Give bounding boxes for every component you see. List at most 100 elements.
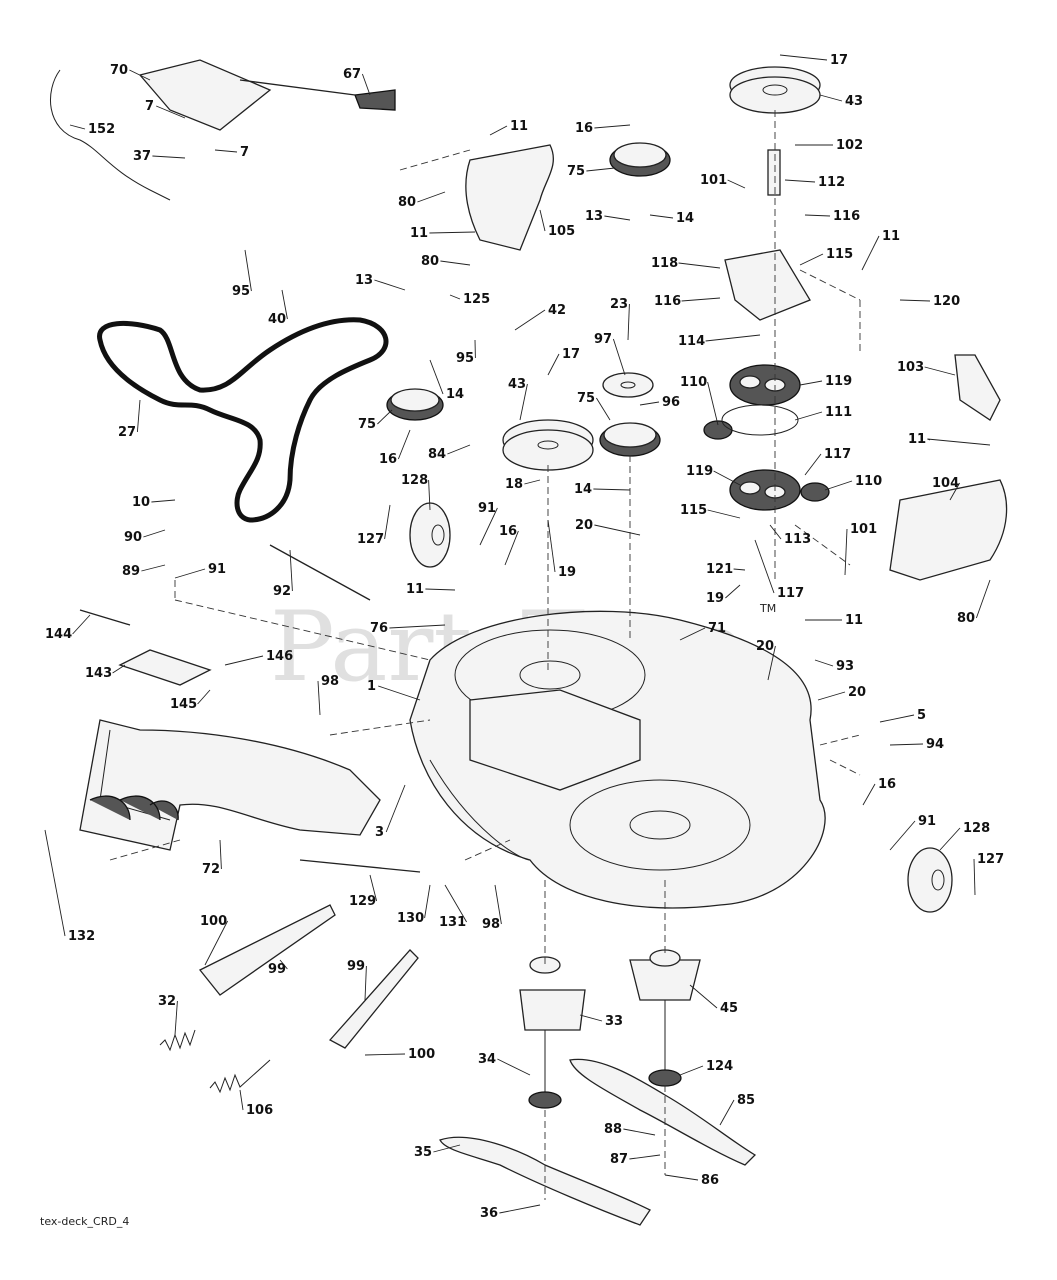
callout-75: 75 xyxy=(577,391,611,421)
part-number-label: 84 xyxy=(428,447,446,462)
leader-line xyxy=(197,689,211,705)
leader-line xyxy=(385,784,406,833)
spindle-33 xyxy=(519,956,586,1109)
leader-line xyxy=(417,191,446,203)
part-number-label: 17 xyxy=(830,53,848,68)
callout-143: 143 xyxy=(85,664,126,681)
rod-92 xyxy=(269,544,371,601)
gauge-wheel-left xyxy=(409,502,451,568)
leader-line xyxy=(612,338,626,376)
callout-101: 101 xyxy=(700,173,746,189)
callout-144: 144 xyxy=(45,614,91,642)
leader-line xyxy=(594,524,641,536)
part-number-label: 103 xyxy=(897,360,924,375)
part-number-label: 95 xyxy=(232,284,250,299)
idler-pulley-75-left xyxy=(386,388,444,421)
callout-67: 67 xyxy=(343,67,371,96)
leader-line xyxy=(378,685,421,701)
leader-line xyxy=(862,783,876,806)
leader-line xyxy=(279,959,288,970)
callout-110: 110 xyxy=(824,474,882,491)
leader-line xyxy=(281,289,288,320)
leader-line xyxy=(244,249,252,292)
callout-17: 17 xyxy=(547,347,580,376)
part-number-label: 23 xyxy=(610,297,628,312)
part-number-label: 75 xyxy=(567,164,585,179)
leader-line xyxy=(72,614,91,635)
gear-110-lower xyxy=(800,482,830,502)
leader-line xyxy=(639,401,660,406)
leader-line xyxy=(769,524,782,540)
leader-line xyxy=(156,105,186,119)
callout-91: 91 xyxy=(889,814,936,851)
part-number-label: 19 xyxy=(706,591,724,606)
lift-arm-99-right xyxy=(328,949,419,1049)
mower-deck-housing xyxy=(409,610,826,909)
part-number-label: 146 xyxy=(266,649,293,664)
leader-line xyxy=(219,839,222,870)
part-number-label: 13 xyxy=(585,209,603,224)
callout-70: 70 xyxy=(110,63,151,81)
part-number-label: 117 xyxy=(824,447,851,462)
part-number-label: 11 xyxy=(406,582,424,597)
leader-line xyxy=(779,54,828,61)
leader-line xyxy=(707,509,741,519)
callout-1: 1 xyxy=(367,679,421,701)
callout-11: 11 xyxy=(861,229,900,271)
leader-line xyxy=(767,645,776,681)
part-number-label: 35 xyxy=(414,1145,432,1160)
callout-96: 96 xyxy=(639,395,680,410)
callout-131: 131 xyxy=(439,884,467,930)
part-number-label: 92 xyxy=(273,584,291,599)
leader-line xyxy=(152,155,186,159)
callout-100: 100 xyxy=(364,1047,435,1062)
leader-line xyxy=(799,380,823,386)
callout-11: 11 xyxy=(805,613,863,628)
leader-line xyxy=(444,884,467,923)
callout-88: 88 xyxy=(604,1122,656,1137)
part-number-label: 131 xyxy=(439,915,466,930)
idler-pulley-75-top xyxy=(609,142,671,177)
leader-line xyxy=(547,519,556,573)
callout-16: 16 xyxy=(499,524,519,566)
part-number-label: 110 xyxy=(680,375,707,390)
callout-11: 11 xyxy=(908,432,991,447)
callout-118: 118 xyxy=(651,256,721,271)
leader-line xyxy=(899,299,931,302)
part-number-label: 14 xyxy=(446,387,464,402)
drive-belt xyxy=(97,317,389,523)
pulley-43-top xyxy=(729,66,821,114)
part-number-label: 80 xyxy=(421,254,439,269)
leader-line xyxy=(719,1099,735,1126)
part-number-label: 143 xyxy=(85,666,112,681)
part-number-label: 115 xyxy=(680,503,707,518)
callout-100: 100 xyxy=(200,914,229,966)
leader-line xyxy=(973,858,976,896)
part-number-label: 19 xyxy=(558,565,576,580)
part-number-label: 111 xyxy=(825,405,852,420)
leader-line xyxy=(861,235,880,271)
callout-99: 99 xyxy=(268,959,288,977)
part-number-label: 95 xyxy=(456,351,474,366)
callout-110: 110 xyxy=(680,375,719,426)
callout-16: 16 xyxy=(862,777,896,806)
leader-line xyxy=(429,231,476,234)
part-number-label: 129 xyxy=(349,894,376,909)
callout-85: 85 xyxy=(719,1093,755,1126)
leader-line xyxy=(514,309,546,331)
callout-103: 103 xyxy=(897,360,956,376)
leader-line xyxy=(389,624,446,629)
callout-112: 112 xyxy=(784,175,845,190)
callout-98: 98 xyxy=(482,884,502,932)
part-number-label: 16 xyxy=(575,121,593,136)
callout-113: 113 xyxy=(769,524,811,547)
part-number-label: 20 xyxy=(848,685,866,700)
callout-34: 34 xyxy=(478,1052,531,1076)
leader-line xyxy=(44,829,66,937)
leader-line xyxy=(679,627,706,641)
leader-line xyxy=(143,529,166,538)
leader-line xyxy=(129,69,151,81)
callout-145: 145 xyxy=(170,689,211,712)
leader-line xyxy=(519,383,528,421)
